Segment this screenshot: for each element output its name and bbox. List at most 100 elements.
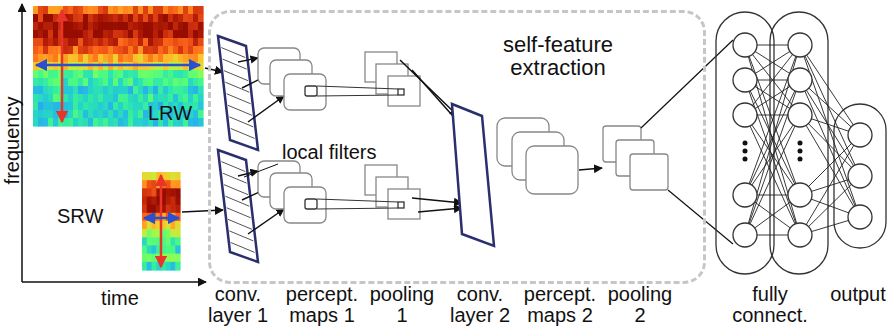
spectrogram-long [123, 54, 129, 63]
spectrogram-short [166, 229, 171, 238]
spectrogram-short [142, 180, 147, 189]
spectrogram-long [98, 38, 104, 47]
spectrogram-long [193, 78, 199, 87]
spectrogram-long [163, 6, 169, 15]
spectrogram-long [173, 22, 179, 31]
spectrogram-long [168, 54, 174, 63]
perception-map [305, 86, 317, 96]
neuron [848, 205, 872, 229]
spectrogram-long [133, 46, 139, 55]
spectrogram-long [188, 30, 194, 39]
spectrogram-long [73, 46, 79, 55]
spectrogram-long [168, 6, 174, 15]
spectrogram-long [38, 22, 44, 31]
spectrogram-short [152, 254, 157, 263]
map-arrows [238, 58, 258, 62]
fc-connections [745, 115, 800, 235]
spectrogram-long [98, 78, 104, 87]
pooling-map [398, 89, 404, 95]
spectrogram-long [143, 14, 149, 23]
spectrogram-long [143, 30, 149, 39]
spectrogram-long [168, 78, 174, 87]
spectrogram-long [138, 110, 144, 119]
spectrogram-long [83, 22, 89, 31]
local-filter-lines [227, 94, 251, 104]
spectrogram-short [147, 180, 152, 189]
spectrogram-long [88, 30, 94, 39]
axes [22, 4, 206, 282]
spectrogram-long [173, 94, 179, 103]
spectrogram-long [188, 78, 194, 87]
spectrogram-long [183, 86, 189, 95]
spectrogram-long [33, 70, 39, 79]
stage-label: pooling 1 [366, 284, 438, 326]
spectrogram-long [33, 86, 39, 95]
spectrogram-long [78, 46, 84, 55]
spectrogram-long [38, 46, 44, 55]
spectrogram-long [48, 38, 54, 47]
window-arrows [36, 10, 200, 267]
spectrogram-long [83, 6, 89, 15]
spectrogram-short [166, 188, 171, 197]
spectrogram-long [53, 110, 59, 119]
local-filter-lines [221, 162, 245, 172]
spectrogram-long [133, 86, 139, 95]
spectrogram-long [123, 22, 129, 31]
spectrogram-long [183, 14, 189, 23]
spectrogram-long [63, 14, 69, 23]
conv-layer [218, 36, 258, 150]
spectrogram-long [123, 30, 129, 39]
spectrogram-long [143, 38, 149, 47]
spectrogram-short [171, 197, 176, 206]
spectrogram-long [93, 30, 99, 39]
spectrogram-long [83, 46, 89, 55]
neuron [788, 68, 812, 92]
spectrogram-long [53, 102, 59, 111]
spectrogram-long [178, 22, 184, 31]
spectrogram-long [143, 46, 149, 55]
spectrogram-long [143, 94, 149, 103]
spectrogram-long [98, 86, 104, 95]
spectrogram-long [158, 46, 164, 55]
spectrogram-long [148, 94, 154, 103]
spectrogram-short [166, 221, 171, 230]
spectrogram-short [147, 172, 152, 181]
spectrogram-long [168, 86, 174, 95]
spectrogram-long [153, 38, 159, 47]
fc-connections [745, 80, 800, 235]
spectrogram-long [183, 22, 189, 31]
spectrogram-long [198, 46, 204, 55]
spectrogram-long [43, 86, 49, 95]
spectrogram-long [103, 86, 109, 95]
spectrogram-long [198, 14, 204, 23]
spectrogram-long [168, 62, 174, 71]
spectrogram-long [198, 86, 204, 95]
spectrogram-short [147, 197, 152, 206]
spectrogram-long [123, 62, 129, 71]
spectrogram-long [158, 62, 164, 71]
pooling-map [603, 126, 668, 190]
spectrogram-long [38, 14, 44, 23]
conv-layer [452, 104, 494, 246]
spectrogram-long [48, 6, 54, 15]
spectrogram-long [68, 6, 74, 15]
spectrogram-long [123, 118, 129, 127]
spectrogram-long [43, 94, 49, 103]
spectrogram-long [48, 54, 54, 63]
spectrogram-long [128, 54, 134, 63]
spectrogram-long [33, 22, 39, 31]
spectrogram-long [108, 110, 114, 119]
window-arrows [160, 175, 163, 267]
spectrogram-long [193, 110, 199, 119]
spectrogram-long [173, 30, 179, 39]
input-arrows [182, 68, 223, 212]
spectrogram-long [138, 46, 144, 55]
spectrogram-short [142, 197, 147, 206]
spectrogram-long [193, 22, 199, 31]
spectrogram-long [38, 54, 44, 63]
spectrogram-long [118, 6, 124, 15]
spectrogram-short [175, 229, 180, 238]
spectrogram-short [166, 237, 171, 246]
spectrogram-long [68, 118, 74, 127]
